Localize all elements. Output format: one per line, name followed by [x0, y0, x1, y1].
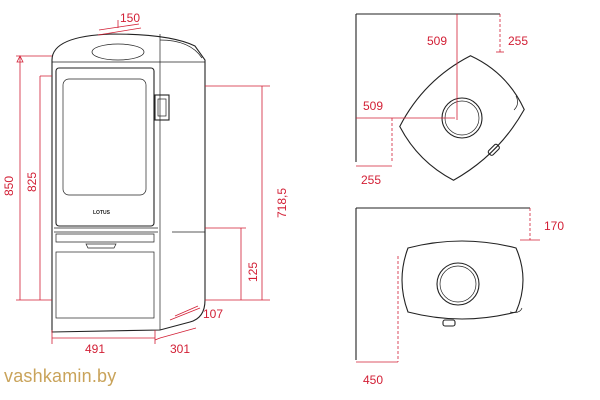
dim-outlet-height: 125 — [246, 262, 260, 282]
dim-corner-bottom-offset: 255 — [361, 173, 381, 187]
dim-foot-depth: 107 — [203, 307, 223, 321]
door-glass — [62, 78, 147, 196]
dim-wall-back-clearance: 170 — [544, 219, 564, 233]
dim-total-height: 850 — [2, 176, 16, 196]
front-dimensions: 150 850 825 718,5 125 107 491 301 — [2, 11, 289, 356]
wall-lines — [355, 207, 530, 360]
dim-corner-side-clearance: 509 — [427, 34, 447, 48]
front-view — [51, 33, 206, 333]
top-view-corner: 509 255 509 255 — [355, 13, 528, 187]
corner-walls — [355, 13, 500, 162]
stove-body-outline — [51, 33, 206, 333]
dim-width: 491 — [85, 342, 105, 356]
dim-corner-back-offset: 255 — [508, 34, 528, 48]
stove-top-outline — [399, 55, 525, 181]
dim-door-top-height: 718,5 — [275, 188, 289, 218]
dim-wall-side-clearance: 450 — [363, 373, 383, 387]
door-handle — [154, 94, 170, 121]
flue-outlet — [91, 43, 145, 61]
ash-drawer — [55, 233, 155, 243]
stove-top-outline-wall — [401, 240, 524, 320]
dim-flue-width: 150 — [120, 11, 140, 25]
dim-body-height: 825 — [25, 172, 39, 192]
dim-depth: 301 — [170, 342, 190, 356]
dim-corner-front-clearance: 509 — [363, 99, 383, 113]
base-panel — [55, 251, 155, 319]
stove-door — [55, 67, 155, 227]
brand-label: LOTUS — [93, 210, 111, 216]
watermark: vashkamin.by — [4, 366, 117, 386]
top-view-wall: 170 450 — [355, 207, 564, 387]
